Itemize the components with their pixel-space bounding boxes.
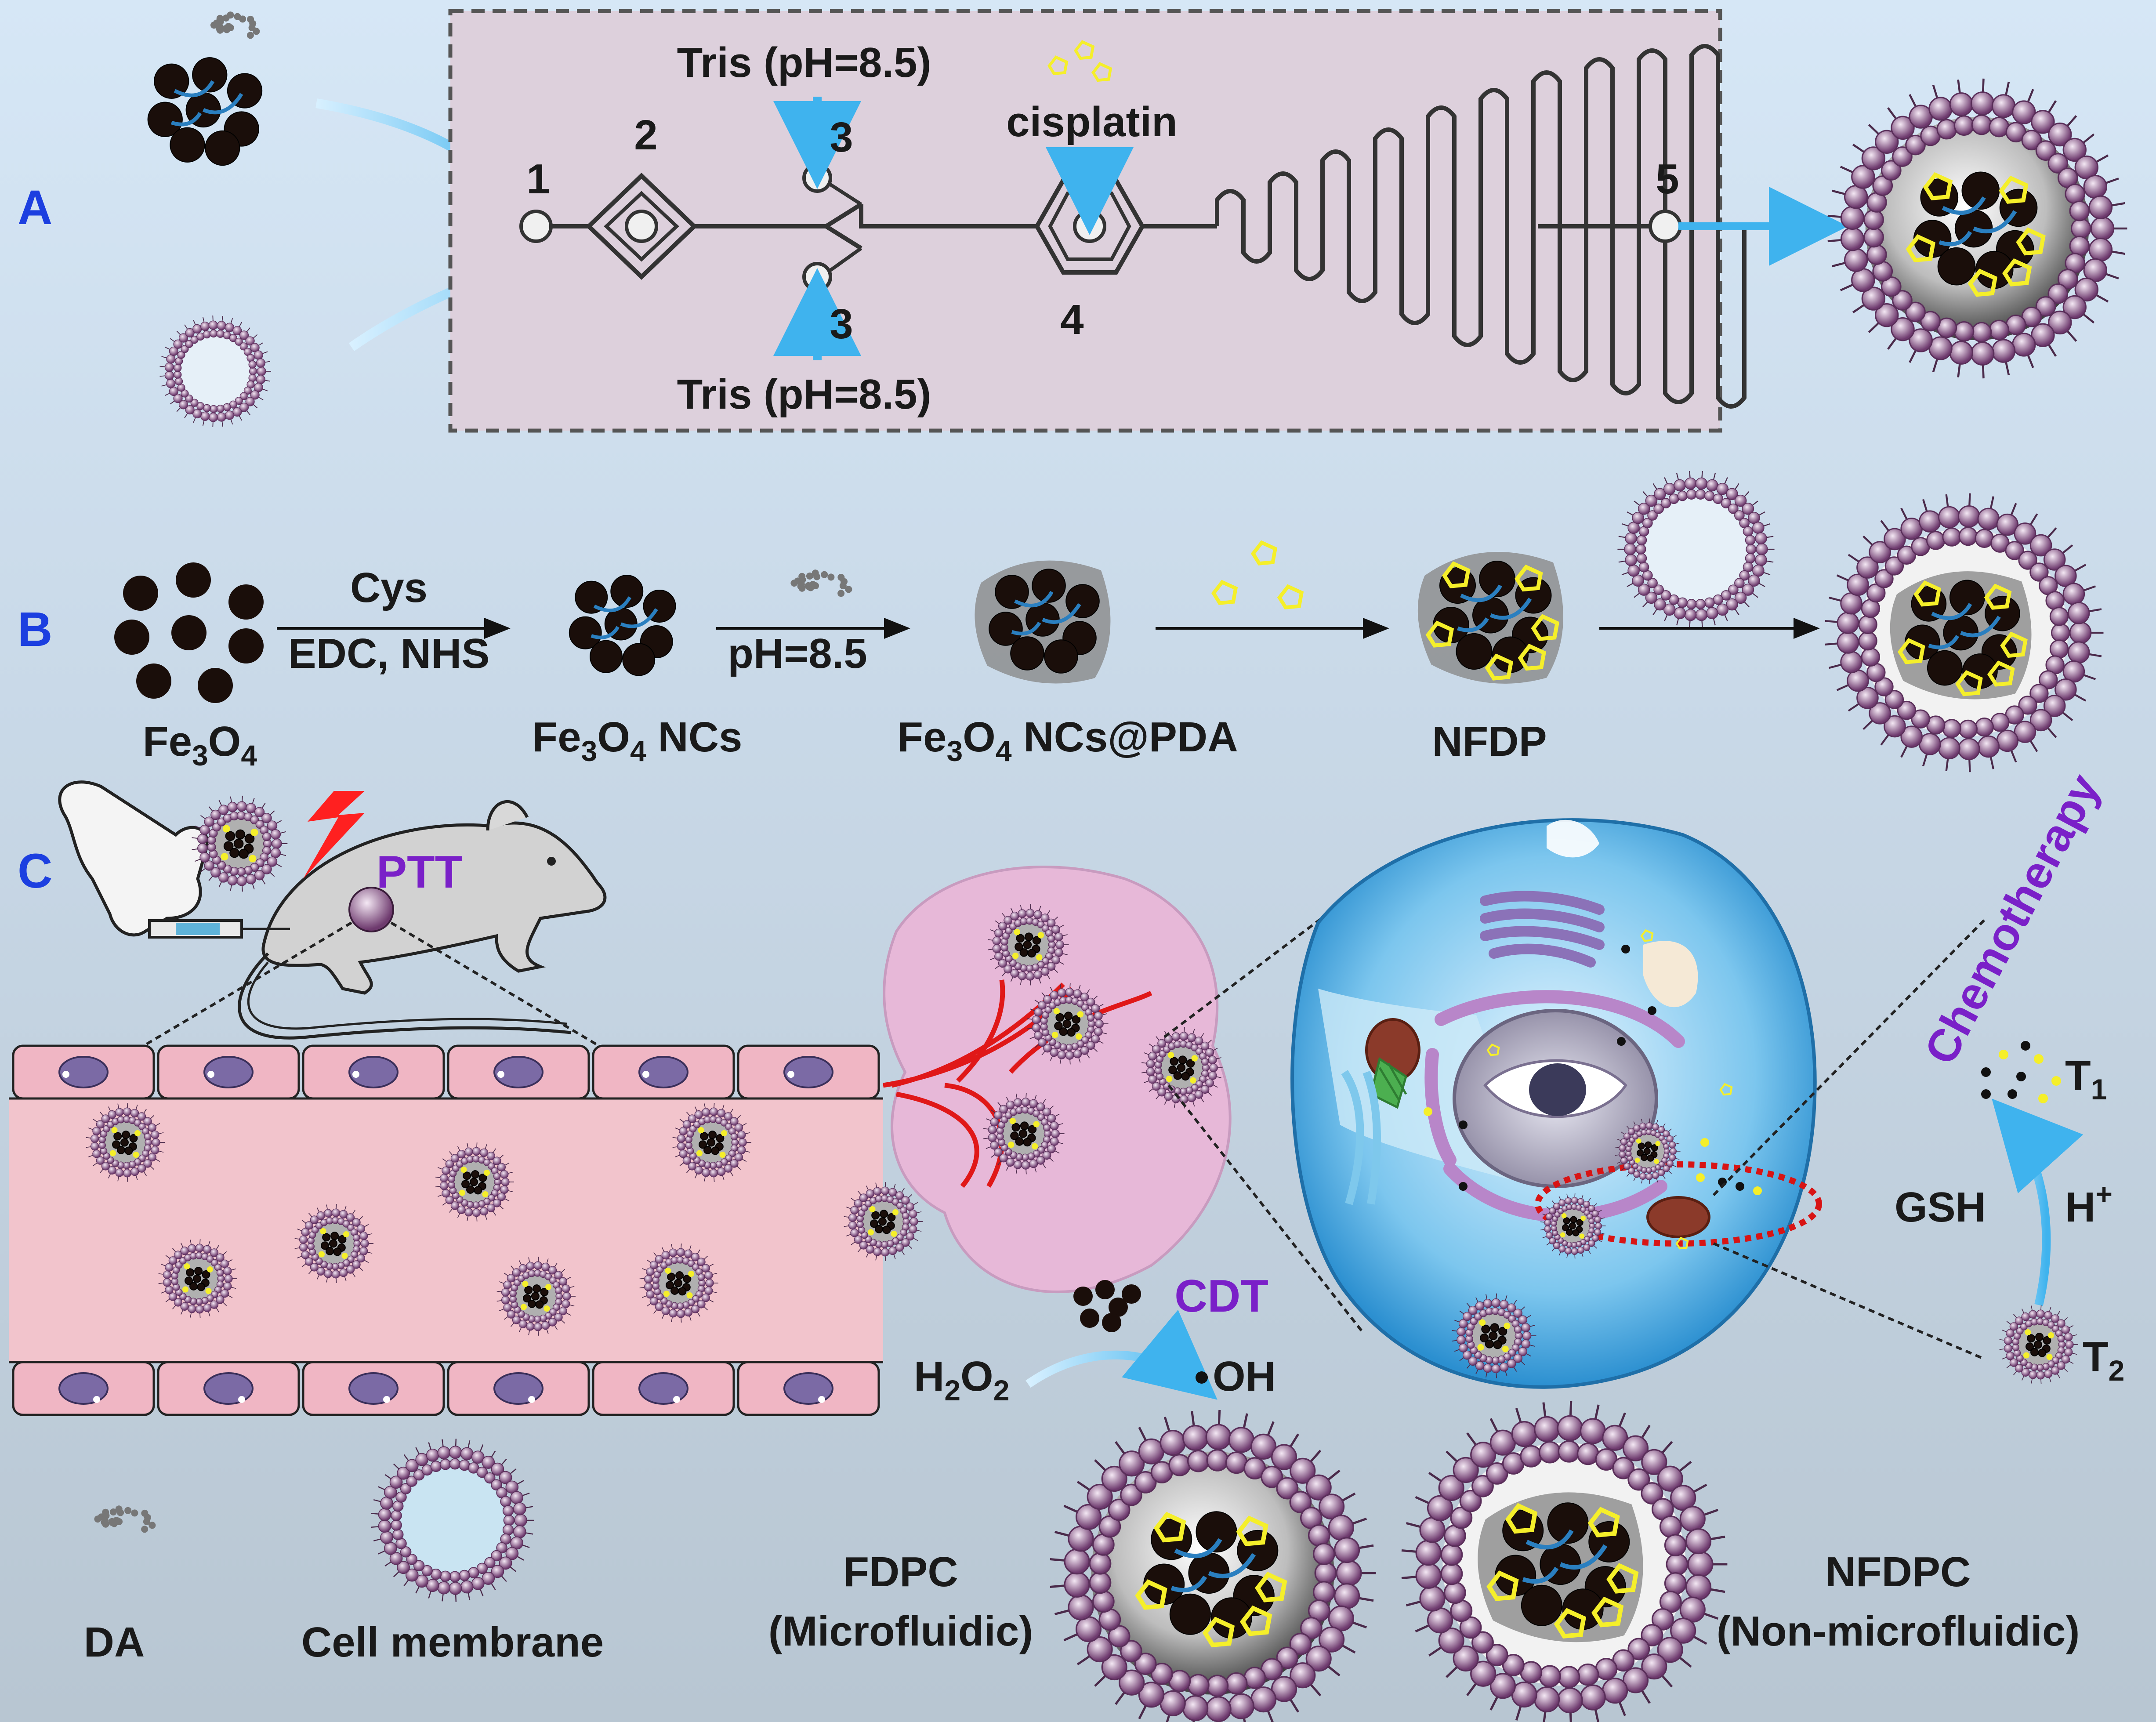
- outlet-5: [1649, 210, 1682, 243]
- diamond-mixer-inner: [604, 191, 679, 262]
- zoom-line-chemo-bottom: [1713, 1242, 1982, 1359]
- panel-label-b: B: [18, 602, 52, 656]
- cdt-label: CDT: [1174, 1271, 1268, 1322]
- cisplatin-icon: [1211, 540, 1304, 609]
- tris-top-label: Tris (pH=8.5): [677, 39, 931, 86]
- nanoparticle: [435, 1142, 515, 1222]
- nanoparticle: [1540, 1193, 1606, 1259]
- da-dots-icon: [94, 1505, 156, 1533]
- nfdp-label: NFDP: [1432, 718, 1547, 765]
- fe3o4-ncs-label: Fe3O4 NCs: [532, 714, 743, 767]
- t1-label: T1: [2065, 1052, 2107, 1106]
- mitochondrion-icon: [1646, 1196, 1710, 1238]
- ptt-label: PTT: [377, 847, 463, 898]
- legend-membrane-label: Cell membrane: [301, 1619, 604, 1666]
- nfdpc-product-particle: [1825, 493, 2104, 772]
- inlet-2: [625, 210, 658, 243]
- da-dots-icon: [210, 11, 260, 39]
- da-dots-icon: [790, 569, 852, 597]
- legend-nfdpc-sub: (Non-microfluidic): [1717, 1608, 2080, 1655]
- fe3o4-nc-input-cluster: [147, 11, 263, 166]
- ph-label: pH=8.5: [728, 630, 867, 677]
- nanoparticle: [639, 1243, 719, 1323]
- nanoparticle: [1615, 1118, 1681, 1184]
- nanoparticle: [988, 904, 1069, 986]
- fdpc-product-particle: [1827, 78, 2127, 379]
- h2o2-label: H2O2: [914, 1353, 1009, 1407]
- fe3o4-ncs-pda-cluster: [975, 560, 1111, 684]
- inlet-4-label: 4: [1060, 296, 1083, 343]
- tumor-sphere: [348, 887, 394, 932]
- chemotherapy-label: Chemotherapy: [1915, 766, 2110, 1073]
- nanoparticle: [294, 1204, 374, 1283]
- fdpc-particle: [1050, 1410, 1376, 1722]
- released-drug-dots: [1981, 1041, 2061, 1103]
- nanoparticle: [983, 1093, 1065, 1175]
- nanoparticle: [1027, 983, 1109, 1065]
- legend-fdpc-label: FDPC: [843, 1548, 958, 1595]
- cell-membrane-icon: [1617, 471, 1775, 628]
- nfdpc-particle: [1401, 1401, 1728, 1722]
- inlet-1-label: 1: [526, 156, 550, 203]
- fe3o4-ncs-cluster: [569, 575, 676, 676]
- microfluidic-chip: [448, 9, 1747, 433]
- oh-label: OH: [1213, 1353, 1276, 1400]
- centrosome-icon: [1547, 819, 1599, 858]
- cilium-icon: [1341, 1070, 1381, 1205]
- legend-da-label: DA: [84, 1619, 145, 1666]
- vacuole-icon: [1643, 941, 1698, 1008]
- cisplatin-label: cisplatin: [1006, 98, 1177, 145]
- nanoparticle: [1452, 1293, 1536, 1378]
- legend-nfdpc-label: NFDPC: [1826, 1548, 1971, 1595]
- panel-label-c: C: [18, 844, 52, 898]
- hplus-label: H+: [2065, 1178, 2113, 1231]
- fe3o4-label: Fe3O4: [143, 718, 257, 772]
- cell-membrane-input-icon: [159, 315, 271, 427]
- cys-label: Cys: [350, 564, 428, 611]
- mouse-illustration: [238, 800, 607, 1040]
- cell-membrane-icon: [371, 1439, 534, 1602]
- golgi-apparatus: [1480, 891, 1605, 968]
- radical-dot: [1196, 1371, 1208, 1384]
- nanoparticle: [192, 795, 288, 892]
- gsh-label: GSH: [1895, 1184, 1986, 1231]
- inlet-2-label: 2: [634, 112, 657, 159]
- main-channel: [549, 173, 1217, 280]
- outlet-5-label: 5: [1656, 156, 1679, 203]
- panel-label-a: A: [18, 181, 52, 235]
- fe3o4-ncs-pda-label: Fe3O4 NCs@PDA: [897, 714, 1238, 767]
- nfdp-cluster: [1417, 552, 1563, 684]
- cdt-arrow: [1025, 1309, 1218, 1400]
- t2-label: T2: [2083, 1333, 2124, 1387]
- green-organelle-icon: [1370, 1057, 1407, 1109]
- nanoparticle: [672, 1103, 752, 1182]
- inlet-3-top-label: 3: [830, 114, 853, 161]
- blood-vessel: [9, 1044, 883, 1416]
- nanoparticle: [496, 1257, 576, 1336]
- zoom-line-chemo-top: [1712, 917, 1987, 1196]
- edc-nhs-label: EDC, NHS: [288, 630, 490, 677]
- inlet-3-bottom-label: 3: [830, 301, 853, 348]
- gloved-hand-syringe: [58, 780, 290, 939]
- laser-bolt-icon: [303, 791, 365, 879]
- tris-bottom-label: Tris (pH=8.5): [677, 371, 931, 418]
- nanoparticle: [86, 1103, 165, 1182]
- nanoparticle: [1999, 1305, 2079, 1384]
- nanoparticle: [158, 1239, 238, 1318]
- nanoparticle: [1141, 1027, 1223, 1109]
- cancer-cell: [1290, 818, 1822, 1389]
- cisplatin-icon: [1047, 40, 1112, 82]
- fe3o4-nanoparticles: [114, 562, 264, 703]
- serpentine-channel: [1215, 44, 1747, 409]
- nanoparticle: [844, 1182, 923, 1261]
- nucleolus: [1529, 1063, 1586, 1116]
- highlight-ellipse: [1535, 1161, 1822, 1247]
- release-arrow: [1992, 1098, 2084, 1306]
- legend-fdpc-sub: (Microfluidic): [768, 1608, 1033, 1655]
- fe3o4-catalyst-icon: [1073, 1280, 1141, 1332]
- inlet-1: [519, 210, 553, 243]
